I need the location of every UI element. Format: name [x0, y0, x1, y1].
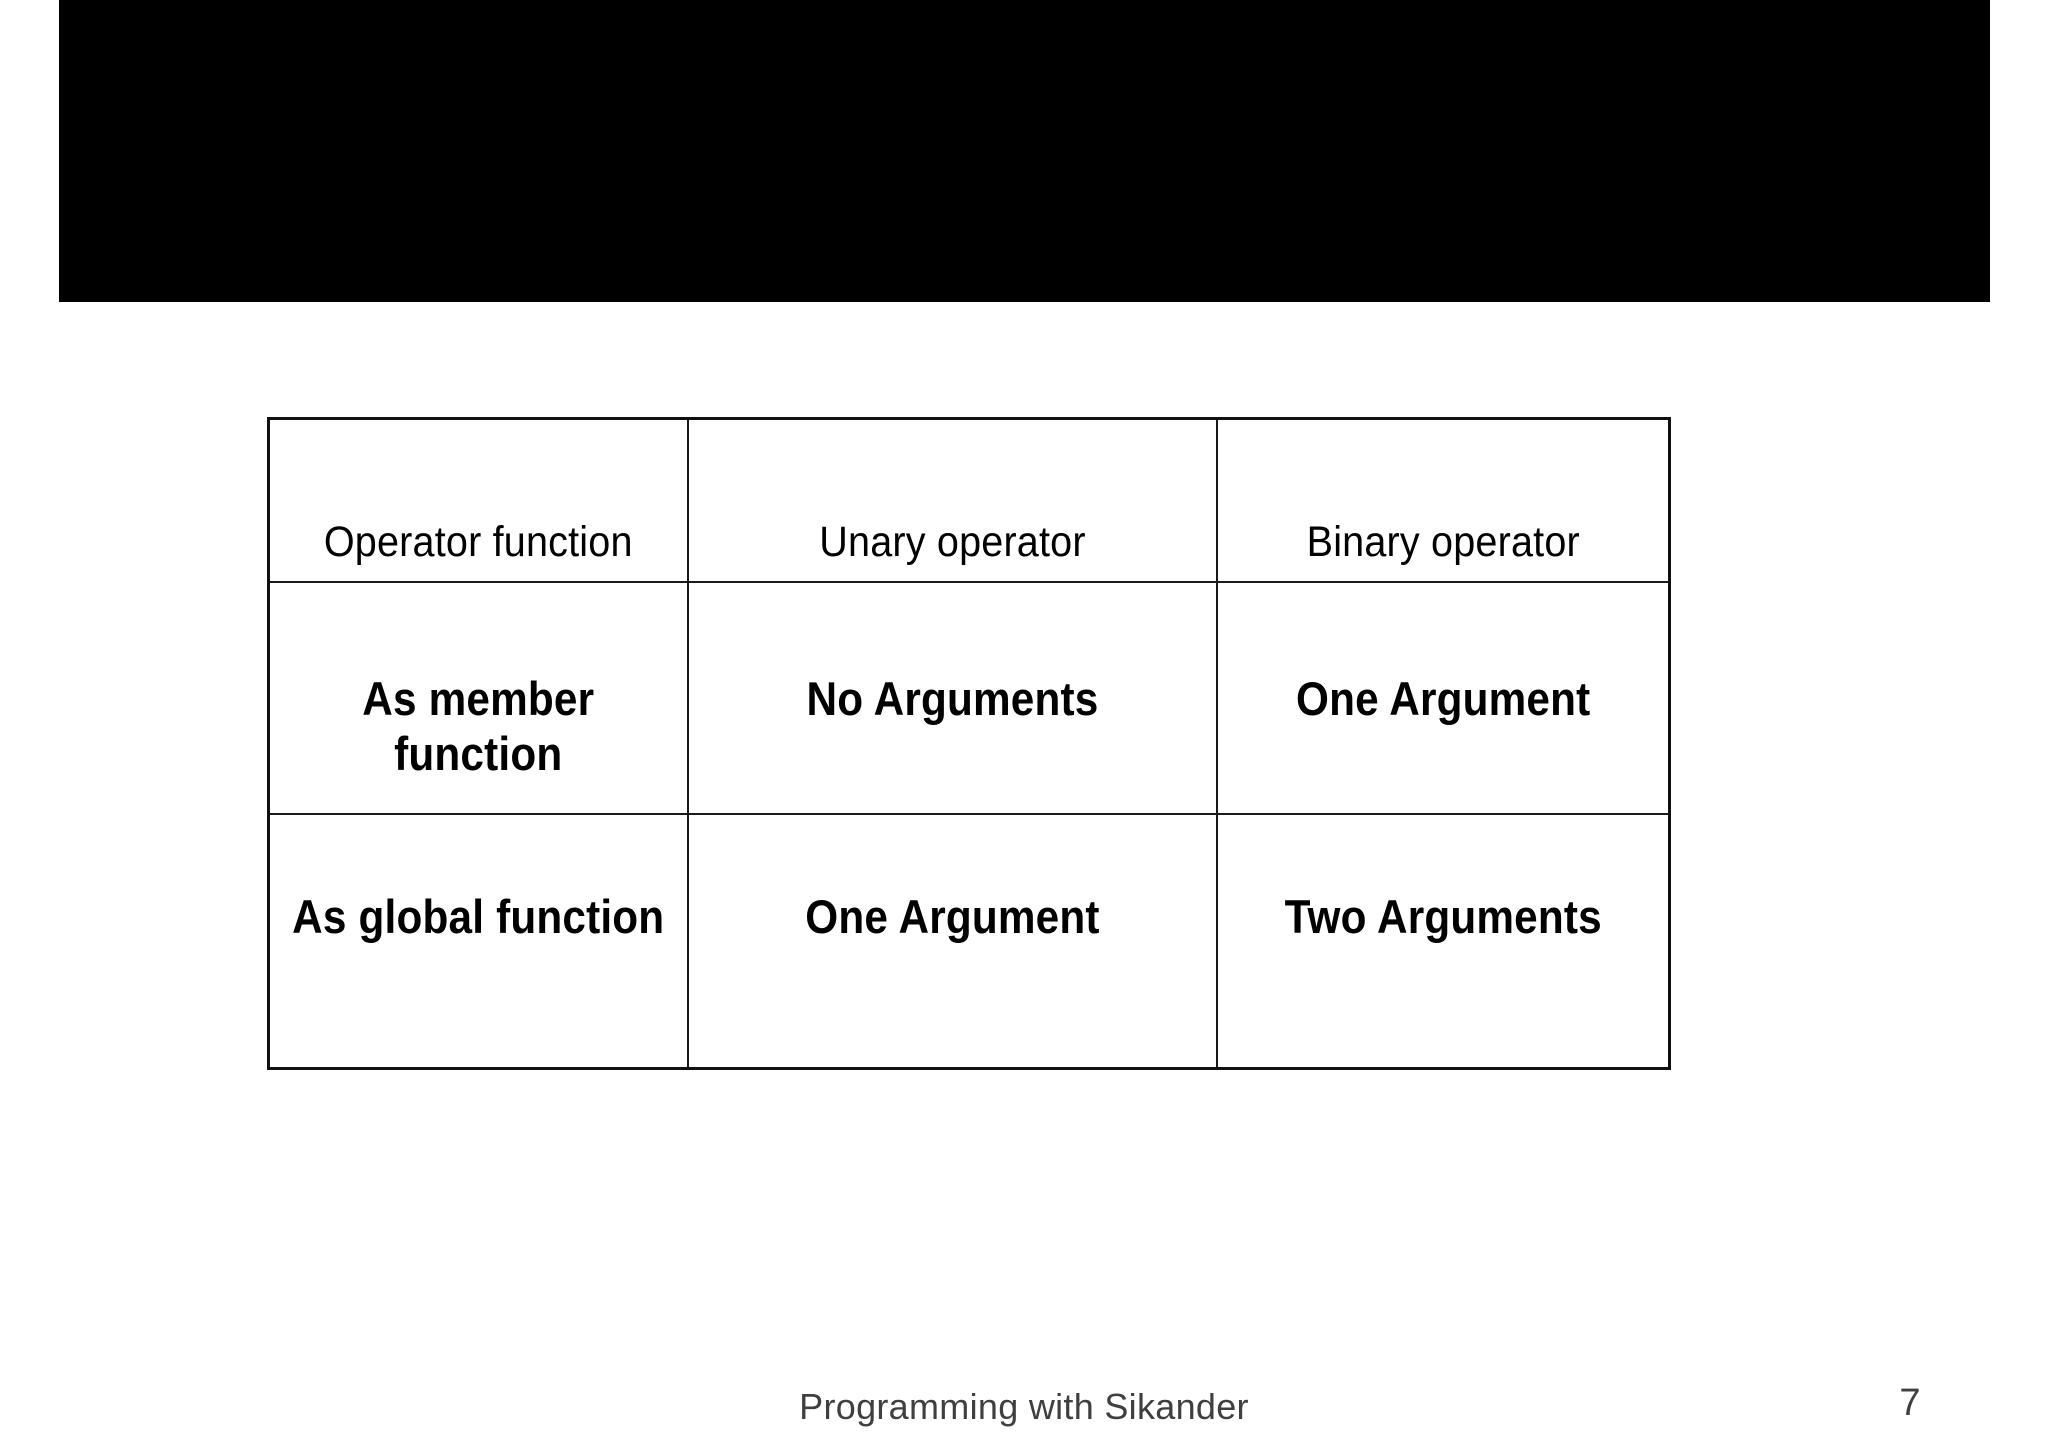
- header-label: Unary operator: [818, 518, 1086, 566]
- table-cell-row-label: As member function: [267, 581, 689, 815]
- cell-value: One Argument: [804, 890, 1100, 943]
- cell-value: Two Arguments: [1284, 890, 1602, 943]
- table-header-row: Operator function Unary operator Binary …: [267, 417, 1671, 583]
- table-header-cell-operator-function: Operator function: [267, 417, 689, 583]
- cell-label: As global function: [292, 890, 665, 943]
- table-header-cell-binary-operator: Binary operator: [1215, 417, 1671, 583]
- page-number: 7: [1899, 1382, 1921, 1424]
- table-row: As global function One Argument Two Argu…: [267, 813, 1671, 1070]
- slide-title-banner: [59, 0, 1990, 302]
- table-cell-unary-value: No Arguments: [686, 581, 1218, 815]
- table-cell-unary-value: One Argument: [686, 813, 1218, 1070]
- table-row: As member function No Arguments One Argu…: [267, 581, 1671, 815]
- header-label: Operator function: [323, 518, 633, 566]
- table-cell-row-label: As global function: [267, 813, 689, 1070]
- cell-value: One Argument: [1295, 672, 1590, 725]
- table-cell-binary-value: One Argument: [1215, 581, 1671, 815]
- cell-value: No Arguments: [805, 672, 1098, 725]
- table-header-cell-unary-operator: Unary operator: [686, 417, 1218, 583]
- slide-footer-text: Programming with Sikander: [799, 1386, 1249, 1427]
- operator-overloading-table: Operator function Unary operator Binary …: [267, 417, 1671, 1070]
- header-label: Binary operator: [1306, 518, 1580, 566]
- cell-label: As member function: [362, 672, 595, 780]
- table-cell-binary-value: Two Arguments: [1215, 813, 1671, 1070]
